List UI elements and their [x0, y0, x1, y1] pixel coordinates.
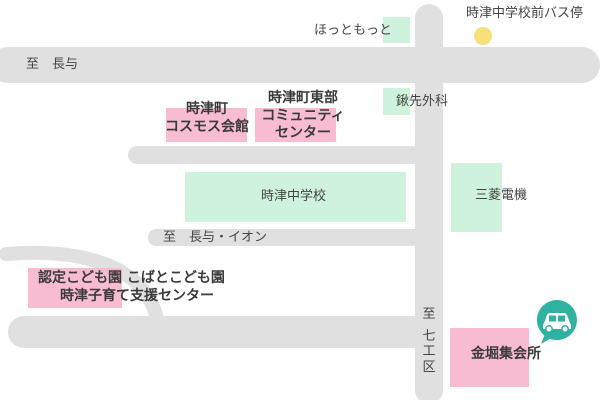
- building-cosmos: [166, 108, 247, 142]
- bus-stop-marker: [474, 27, 492, 45]
- label-hottomotto: ほっともっと: [314, 23, 393, 38]
- road-curve: [0, 245, 165, 332]
- road-label-middle: 至 長与・イオン: [163, 230, 268, 245]
- label-mitsubishi: 三菱電機: [475, 188, 528, 203]
- building-community: [255, 108, 336, 142]
- road-middle: [148, 229, 430, 246]
- road-label-top: 至 長与: [26, 57, 79, 72]
- road-label-vertical: 至 七 工 区: [422, 307, 436, 375]
- label-nishioka: 鍬先外科: [396, 94, 449, 109]
- label-school: 時津中学校: [261, 189, 327, 204]
- building-school: [185, 172, 406, 222]
- building-mitsubishi: [451, 163, 502, 232]
- road-top: [0, 47, 600, 83]
- building-hottomotto: [383, 17, 410, 43]
- building-kindergarten: [28, 268, 122, 308]
- building-nishioka: [383, 88, 410, 115]
- label-cosmos: 時津町 コスモス会館: [165, 101, 249, 135]
- label-community: 時津町東部 コミュニティ センター: [261, 90, 345, 141]
- label-kindergarten: 認定こども園 こばとこども園 時津子育て支援センター: [38, 270, 225, 304]
- road-vertical: [415, 4, 443, 400]
- road-bottom: [8, 316, 430, 348]
- label-bus-stop: 時津中学校前バス停: [466, 6, 584, 21]
- car-icon: [536, 300, 577, 344]
- building-kanahori: [450, 328, 529, 387]
- label-kanahori: 金堀集会所: [471, 346, 541, 362]
- road-second: [128, 146, 430, 164]
